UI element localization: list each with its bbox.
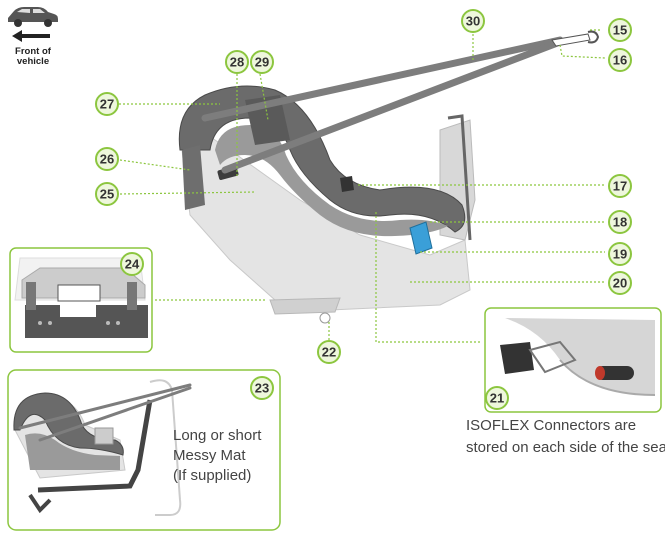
svg-text:17: 17 xyxy=(613,179,627,194)
inset-base-detail xyxy=(9,247,153,353)
svg-text:25: 25 xyxy=(100,187,114,202)
tether-strap-lower xyxy=(221,38,564,174)
svg-text:21: 21 xyxy=(490,391,504,406)
messy-mat-line2: Messy Mat xyxy=(173,447,246,464)
tether-hook xyxy=(551,30,600,47)
crotch-buckle xyxy=(340,176,354,192)
callout-29: 29 xyxy=(250,50,274,74)
inset-isoflex-storage: ISOFLEX Connectors are stored on each si… xyxy=(466,307,665,456)
callout-23: 23 xyxy=(250,376,274,400)
callout-26: 26 xyxy=(95,147,119,171)
svg-text:16: 16 xyxy=(613,53,627,68)
messy-mat-line1: Long or short xyxy=(173,427,262,444)
callout-24: 24 xyxy=(120,252,144,276)
tether-strap-upper xyxy=(201,36,564,122)
seat-cover xyxy=(178,85,466,233)
svg-text:29: 29 xyxy=(255,55,269,70)
svg-text:27: 27 xyxy=(100,97,114,112)
svg-text:19: 19 xyxy=(613,247,627,262)
svg-text:22: 22 xyxy=(322,345,336,360)
side-wing xyxy=(182,145,205,210)
svg-text:23: 23 xyxy=(255,381,269,396)
svg-text:26: 26 xyxy=(100,152,114,167)
callout-25: 25 xyxy=(95,182,119,206)
seat-foot-bolt xyxy=(319,312,331,324)
svg-text:15: 15 xyxy=(613,23,627,38)
callout-20: 20 xyxy=(608,271,632,295)
front-of-vehicle-indicator: Front of vehicle xyxy=(8,7,58,67)
callout-30: 30 xyxy=(461,9,485,33)
callout-17: 17 xyxy=(608,174,632,198)
callout-18: 18 xyxy=(608,210,632,234)
arrow-left-icon xyxy=(12,30,50,42)
callout-16: 16 xyxy=(608,48,632,72)
inset-installed-seat: Long or short Messy Mat (If supplied) xyxy=(7,369,281,531)
callout-28: 28 xyxy=(225,50,249,74)
callout-27: 27 xyxy=(95,92,119,116)
svg-text:28: 28 xyxy=(230,55,244,70)
callout-21: 21 xyxy=(485,386,509,410)
callout-15: 15 xyxy=(608,18,632,42)
callout-19: 19 xyxy=(608,242,632,266)
messy-mat-line3: (If supplied) xyxy=(173,467,251,484)
main-seat-illustration xyxy=(178,30,600,324)
seat-rear-bar xyxy=(447,114,472,241)
leader-lines xyxy=(107,29,606,343)
svg-text:18: 18 xyxy=(613,215,627,230)
svg-text:24: 24 xyxy=(125,257,140,272)
svg-text:30: 30 xyxy=(466,14,480,29)
isoflex-caption-line1: ISOFLEX Connectors are xyxy=(466,417,636,434)
isoflex-caption-line2: stored on each side of the seat xyxy=(466,439,665,456)
seat-base-shell xyxy=(181,129,471,311)
callout-22: 22 xyxy=(317,340,341,364)
front-of-vehicle-line1: Front of xyxy=(15,46,52,57)
isofix-connector xyxy=(409,221,433,255)
car-icon xyxy=(8,7,58,27)
front-of-vehicle-line2: vehicle xyxy=(17,56,49,67)
svg-text:20: 20 xyxy=(613,276,627,291)
seat-foot xyxy=(269,297,341,315)
